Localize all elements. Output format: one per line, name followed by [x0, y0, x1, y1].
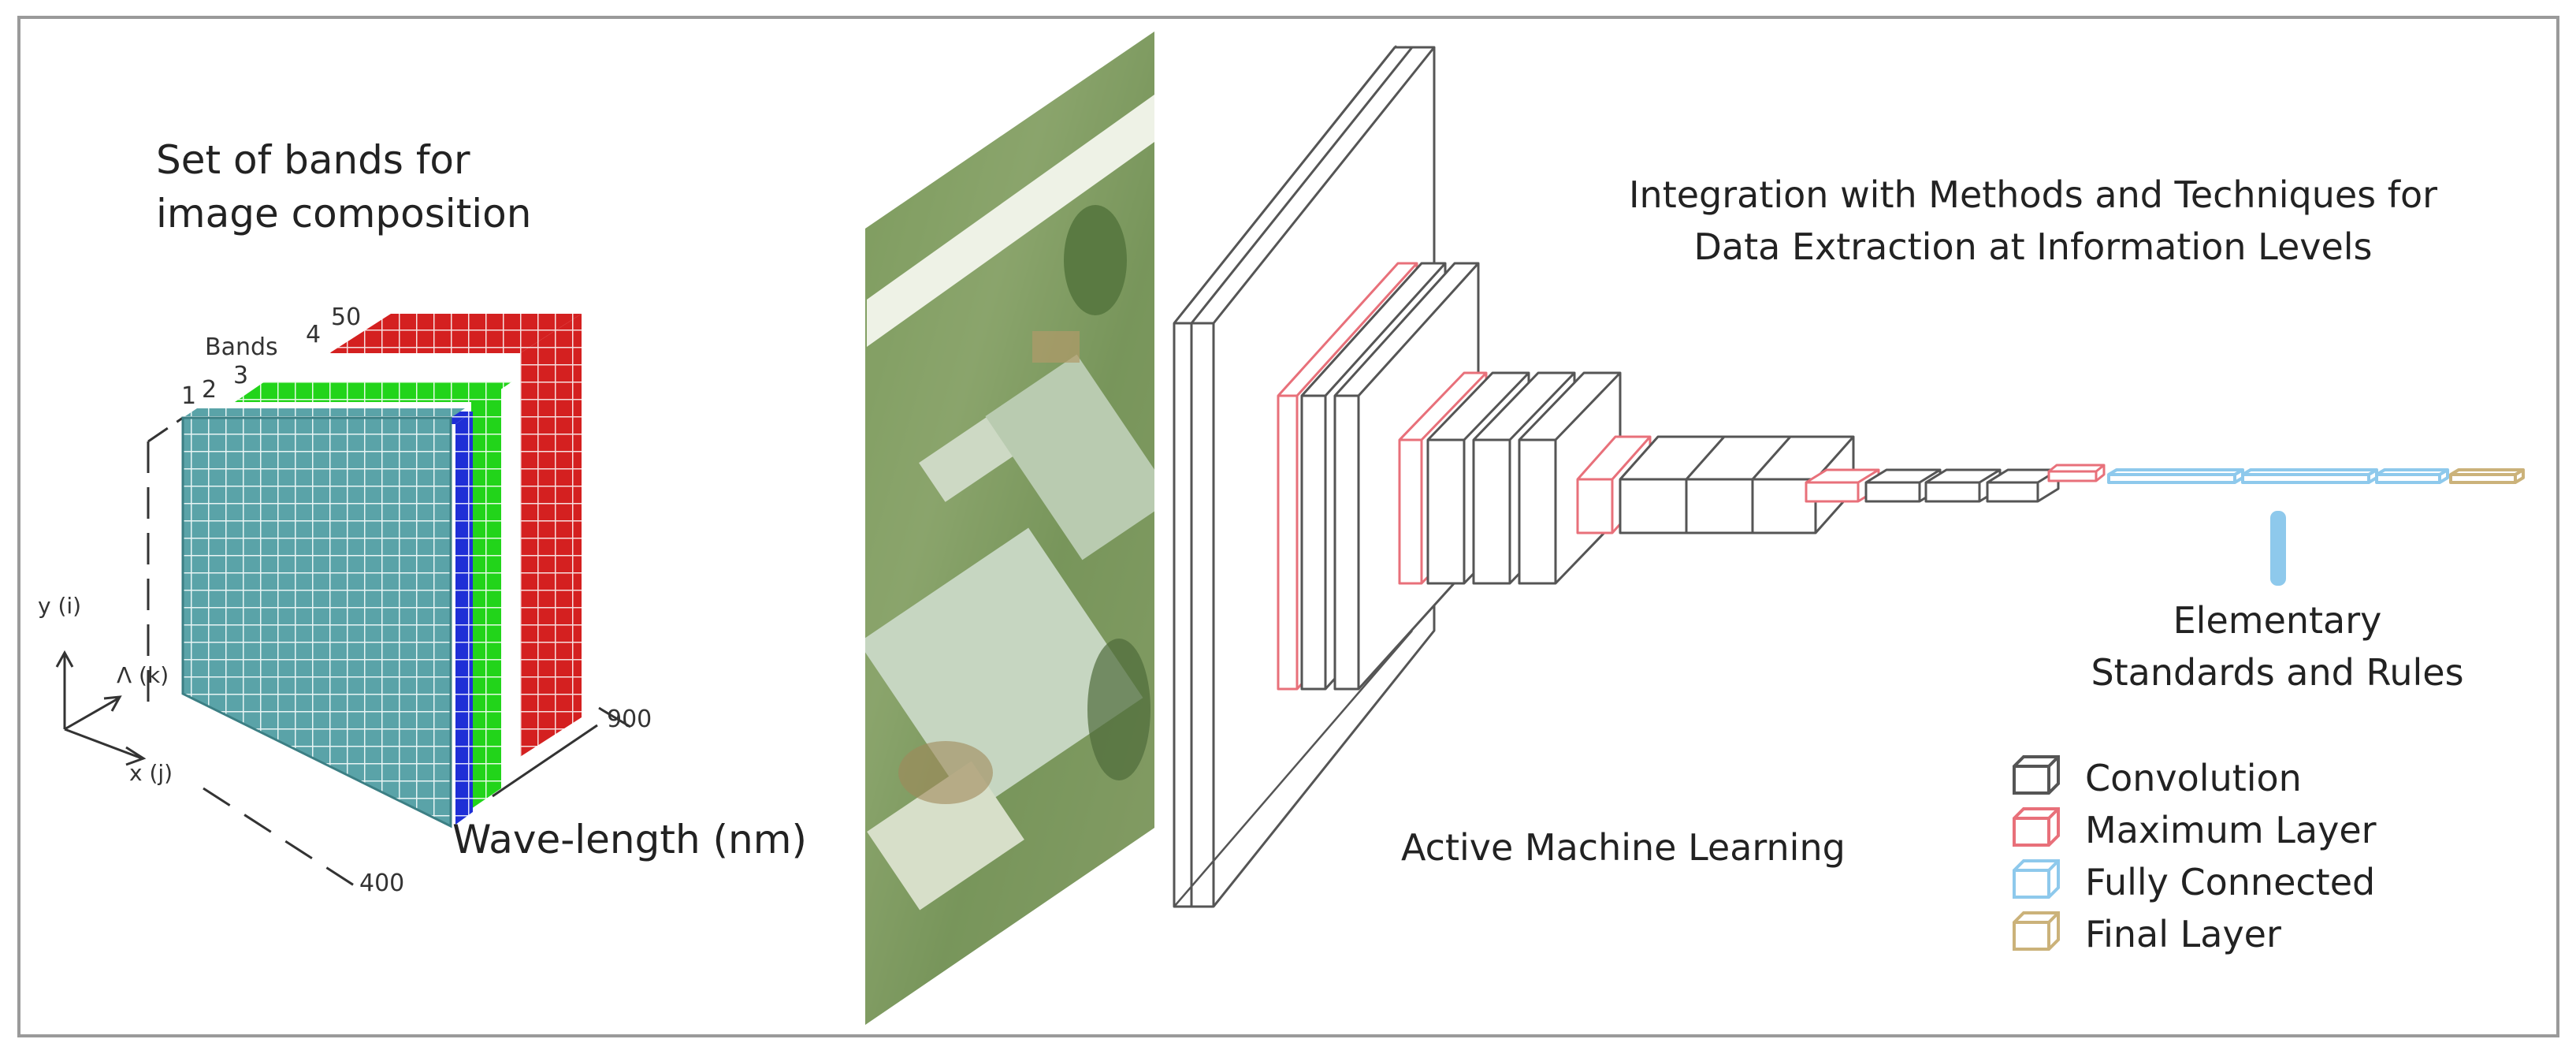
legend-swatch-final: [2013, 911, 2060, 951]
cube-guides: [55, 416, 631, 892]
legend-convolution-label: Convolution: [2085, 757, 2302, 799]
cnn-layer-fc-18: [2107, 468, 2244, 484]
band-block-red: [329, 314, 582, 757]
rules-text-line1: Elementary: [2173, 599, 2382, 642]
cnn-layer-conv-15: [1924, 468, 2002, 503]
band-block-teal: [181, 408, 465, 829]
outer-border: [17, 16, 2559, 1037]
rules-text-line2: Standards and Rules: [2091, 651, 2464, 694]
legend-swatch-max: [2013, 807, 2060, 847]
legend-swatch-fc: [2013, 859, 2060, 899]
axis-y-arrow: [55, 650, 74, 729]
cnn-layer-final-21: [2449, 468, 2525, 484]
cnn-layer-fc-19: [2241, 468, 2378, 484]
wavelength-axis-label: Wave-length (nm): [452, 817, 807, 862]
band-3-label: 3: [233, 362, 249, 389]
band-50-label: 50: [331, 304, 362, 331]
legend-final-label: Final Layer: [2085, 913, 2281, 955]
integration-text-line1: Integration with Methods and Techniques …: [1628, 173, 2438, 216]
cnn-layer-max-17: [2047, 464, 2106, 482]
wavelength-min-label: 400: [359, 870, 405, 897]
band-block-green: [235, 382, 512, 809]
axis-x-arrow: [64, 728, 147, 766]
legend-swatch-conv: [2013, 755, 2060, 795]
bands-label: Bands: [205, 333, 278, 361]
band-4-label: 4: [306, 321, 322, 348]
axis-y-label: y (i): [38, 593, 82, 619]
active-ml-caption: Active Machine Learning: [1401, 826, 1846, 869]
cnn-connectors: [1173, 45, 1413, 907]
axis-lambda-arrow: [64, 695, 122, 731]
cnn-layers: [1173, 46, 2525, 908]
legend-fully-connected-label: Fully Connected: [2085, 861, 2376, 903]
hyperspectral-cube: [55, 314, 631, 892]
legend-maximum-label: Maximum Layer: [2085, 809, 2377, 851]
band-2-label: 2: [202, 376, 217, 404]
cube-title-line1: Set of bands for: [156, 137, 470, 183]
cube-title-line2: image composition: [156, 191, 532, 236]
wavelength-max-label: 900: [607, 706, 652, 733]
axis-lambda-label: Λ (k): [117, 662, 169, 688]
cnn-layer-fc-20: [2375, 468, 2449, 484]
aerial-image: [865, 32, 1154, 1025]
rules-indicator: [2270, 511, 2286, 586]
integration-text-line2: Data Extraction at Information Levels: [1693, 225, 2373, 268]
band-1-label: 1: [181, 382, 197, 410]
axis-x-label: x (j): [129, 760, 173, 786]
legend-swatches: [2013, 755, 2060, 951]
